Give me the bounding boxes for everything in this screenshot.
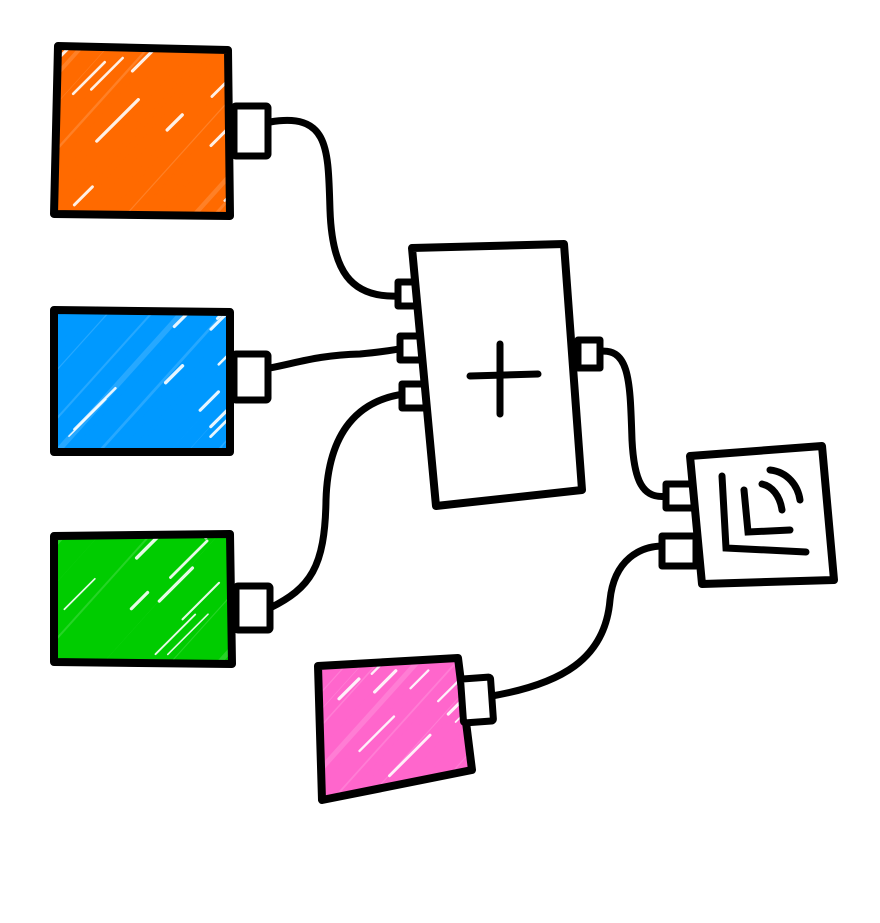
green-source-box bbox=[50, 530, 274, 668]
adder-output-plug bbox=[574, 336, 604, 372]
wire-pink-to-output bbox=[488, 542, 670, 700]
pink-box-outline bbox=[314, 654, 476, 804]
pink-output-plug bbox=[457, 673, 497, 727]
wire-blue-to-adder bbox=[266, 344, 408, 372]
orange-scribble-fill bbox=[54, 46, 230, 216]
wires bbox=[266, 117, 672, 700]
adder-box bbox=[394, 240, 604, 510]
blue-scribble-fill bbox=[54, 310, 230, 452]
green-scribble-fill bbox=[54, 534, 232, 664]
blue-output-plug bbox=[230, 350, 272, 404]
output-input-plug-2 bbox=[658, 532, 700, 570]
pink-scribble-fill bbox=[318, 658, 472, 800]
wire-adder-to-output bbox=[592, 347, 672, 500]
output-device-outline bbox=[686, 442, 838, 588]
wire-green-to-adder bbox=[266, 390, 408, 612]
blue-source-box bbox=[50, 306, 272, 456]
pink-source-box bbox=[314, 654, 497, 804]
output-device-box bbox=[658, 442, 838, 588]
orange-source-box bbox=[50, 42, 272, 220]
orange-output-plug bbox=[230, 102, 272, 160]
wire-orange-to-adder bbox=[266, 117, 402, 300]
signal-waves-icon bbox=[718, 466, 810, 556]
orange-box-outline bbox=[50, 42, 234, 220]
plus-icon bbox=[466, 340, 542, 418]
blue-box-outline bbox=[50, 306, 234, 456]
green-output-plug bbox=[232, 582, 274, 634]
green-box-outline bbox=[50, 530, 236, 668]
